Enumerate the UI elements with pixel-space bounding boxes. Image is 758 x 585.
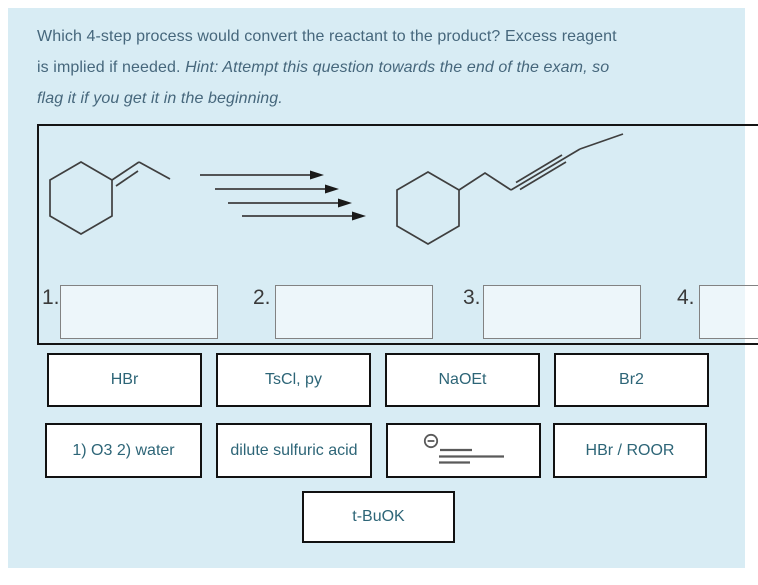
- question-text: Which 4-step process would convert the r…: [37, 21, 625, 114]
- slot-label-3: 3.: [463, 286, 481, 309]
- option-dilute-sulfuric-acid[interactable]: dilute sulfuric acid: [216, 423, 372, 478]
- option-hbr-roor[interactable]: HBr / ROOR: [553, 423, 707, 478]
- answer-slot-2[interactable]: [275, 285, 433, 339]
- answer-slot-1[interactable]: [60, 285, 218, 339]
- slot-label-4: 4.: [677, 286, 695, 309]
- question-main-text: Which 4-step process would convert the r…: [37, 28, 617, 76]
- option-propynide-anion[interactable]: [386, 423, 541, 478]
- option-t-buok[interactable]: t-BuOK: [302, 491, 455, 543]
- reactant-structure: [49, 161, 171, 235]
- option-naoet[interactable]: NaOEt: [385, 353, 540, 407]
- option-br2[interactable]: Br2: [554, 353, 709, 407]
- option-hbr[interactable]: HBr: [47, 353, 202, 407]
- slot-label-1: 1.: [42, 286, 60, 309]
- alkyne-anion-structure: [423, 433, 504, 464]
- answer-slot-4[interactable]: [699, 285, 758, 339]
- option-tscl-py[interactable]: TsCl, py: [216, 353, 371, 407]
- option-o3-water[interactable]: 1) O3 2) water: [45, 423, 202, 478]
- reaction-panel: 1. 2. 3. 4.: [37, 124, 758, 345]
- product-structure: [396, 133, 624, 245]
- question-hint-text: Hint: Attempt this question towards the …: [37, 59, 610, 107]
- slot-label-2: 2.: [253, 286, 271, 309]
- reaction-scheme: [49, 133, 624, 245]
- reaction-arrows-icon: [200, 170, 366, 221]
- answer-slot-3[interactable]: [483, 285, 641, 339]
